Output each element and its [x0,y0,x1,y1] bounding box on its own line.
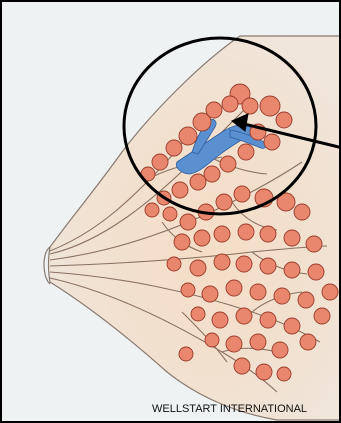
credit-label: WELLSTART INTERNATIONAL [152,403,307,415]
